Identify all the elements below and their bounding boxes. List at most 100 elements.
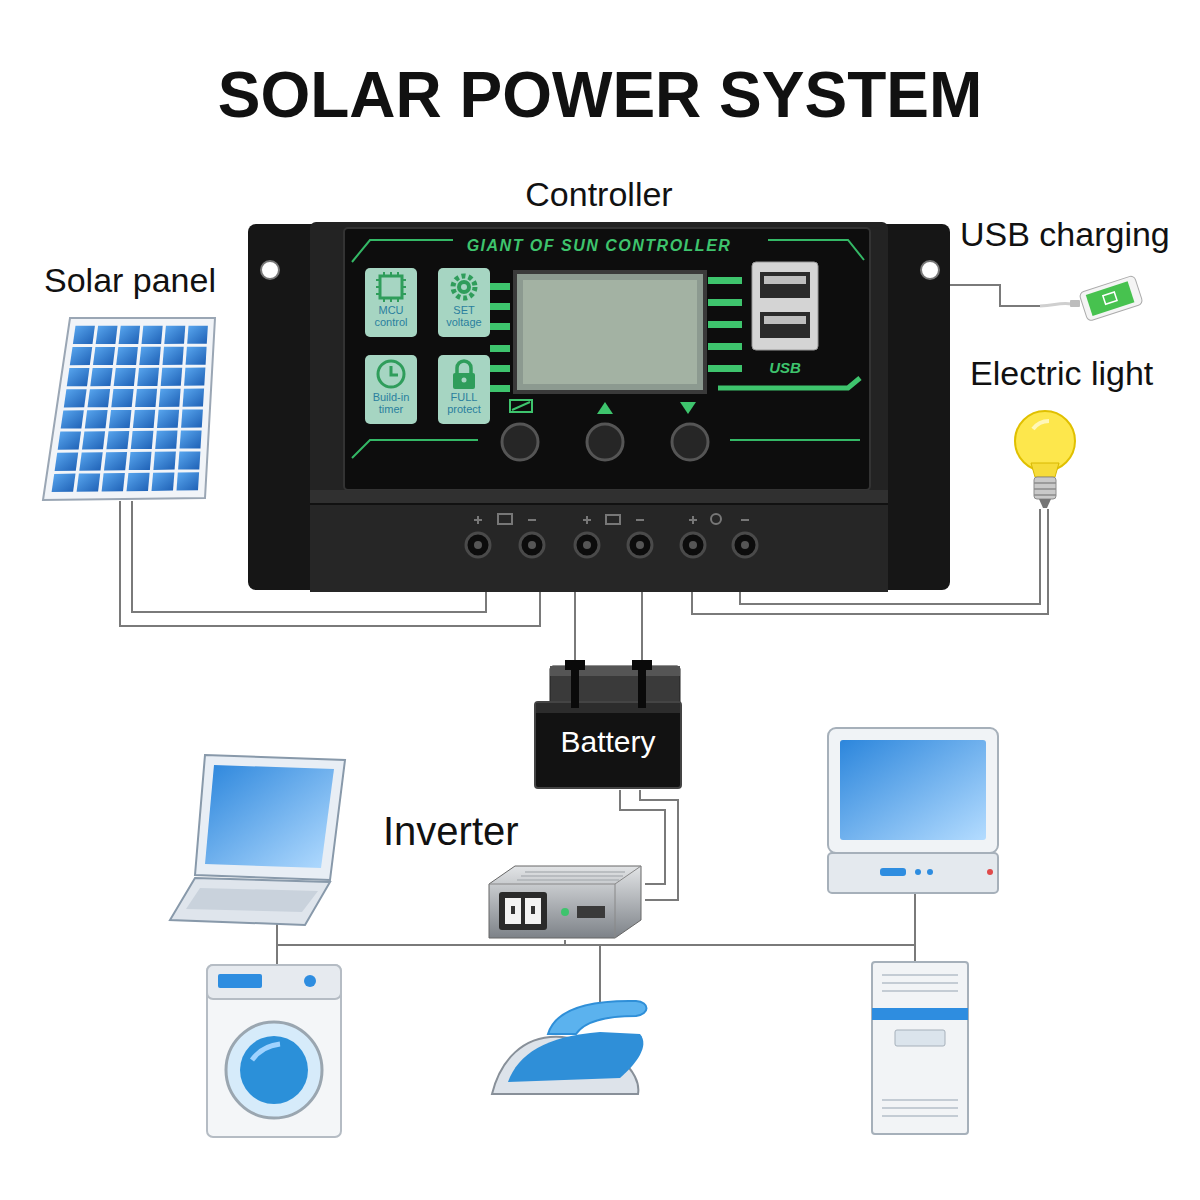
charge-controller-shape-part (689, 541, 697, 549)
charge-controller-shape-part (310, 490, 888, 592)
wire-line (950, 285, 1040, 306)
diagram-title: SOLAR POWER SYSTEM (0, 58, 1200, 132)
washing-machine-icon-part (207, 965, 341, 1137)
solar-panel-shape-part (64, 389, 87, 407)
solar-panel: Solar panel (40, 315, 220, 501)
charge-controller-shape-part (760, 272, 810, 298)
solar-panel-shape-part (61, 410, 84, 428)
charge-controller-shape-part (466, 533, 490, 557)
solar-panel-shape-part (114, 368, 136, 386)
battery-shape-part (571, 668, 579, 708)
charge-controller-shape-part (474, 541, 482, 549)
solar-panel-shape (40, 315, 220, 501)
iron-icon (492, 1001, 647, 1094)
feature-key: FULL protect (438, 355, 490, 424)
charge-controller-shape-part (310, 490, 888, 504)
solar-panel-shape-part (67, 368, 90, 386)
solar-panel-shape-part (109, 410, 131, 428)
charge-controller-shape-part (606, 515, 620, 524)
solar-panel-shape-part (58, 431, 81, 449)
charge-controller-shape-part (741, 541, 749, 549)
charge-controller: ControllerGIANT OF SUN CONTROLLERUSBMCU … (248, 222, 950, 592)
solar-panel-shape-part (155, 431, 177, 449)
charge-controller-shape-part (921, 261, 939, 279)
charge-controller-shape-part (310, 222, 888, 592)
charge-controller-shape-part (708, 299, 742, 306)
wire-connector (950, 285, 1040, 306)
controller-label: Controller (248, 174, 950, 214)
charge-controller-shape-part (708, 365, 742, 372)
solar-panel-shape-part (88, 389, 111, 407)
solar-panel-shape-part (183, 389, 205, 407)
solar-panel-shape-part (43, 318, 215, 500)
laptop-icon-part (195, 755, 345, 880)
brand-text: GIANT OF SUN CONTROLLER (434, 236, 764, 256)
light-bulb-shape-part (1034, 483, 1056, 495)
iron-icon-part (508, 1032, 643, 1082)
feature-key-shape-part (380, 276, 402, 298)
wire-line (641, 592, 643, 660)
feature-key: MCU control (365, 268, 417, 337)
solar-panel-shape-part (161, 368, 183, 386)
solar-panel-shape-part (111, 389, 133, 407)
charge-controller-shape-part (681, 533, 705, 557)
feature-key: SET voltage (438, 268, 490, 337)
inverter-shape-part (511, 906, 515, 914)
charge-controller-shape-part (760, 312, 810, 338)
light-bulb-shape-part (1033, 421, 1049, 429)
battery-shape-part (535, 702, 681, 788)
laptop-icon-part (205, 765, 334, 868)
feature-key-shape-part (378, 361, 404, 387)
charge-controller-shape-part (528, 541, 536, 549)
charge-controller-shape-part (680, 402, 696, 414)
appliance-wires-part (914, 893, 916, 962)
tv-icon-part (880, 868, 906, 876)
solar-panel-shape-part (52, 474, 76, 493)
usb-label: USB charging (960, 214, 1185, 254)
charge-controller-shape-part (764, 316, 806, 324)
solar-panel-shape-part (129, 452, 152, 470)
charge-controller-shape-part (490, 283, 510, 290)
light-bulb: Electric light (1005, 405, 1085, 509)
air-conditioner-icon (872, 962, 968, 1134)
feature-key-shape-part (376, 272, 406, 302)
charge-controller-shape-part (587, 424, 623, 460)
air-conditioner-icon-part (872, 962, 968, 1134)
air-conditioner-icon-part (882, 975, 958, 991)
inverter: Inverter (485, 862, 645, 940)
laptop-icon (170, 755, 345, 925)
tv-icon-part (915, 869, 921, 875)
washing-machine-icon (207, 965, 341, 1137)
feature-key: Build-in timer (365, 355, 417, 424)
solar-panel-shape-part (177, 472, 200, 490)
feature-key-shape-part (461, 284, 467, 290)
usb-text: USB (753, 359, 817, 377)
solar-panel-shape-part (70, 347, 92, 365)
battery-shape-part (638, 668, 646, 708)
solar-panel-shape-part (85, 410, 108, 428)
light-bulb-shape-part (1015, 411, 1075, 471)
appliance-wires-part (599, 945, 601, 1002)
solar-panel-shape-part (55, 453, 79, 471)
inverter-shape-part (499, 892, 547, 930)
feature-key-shape-part (453, 373, 475, 389)
inverter-shape-part (489, 866, 641, 938)
phone-charger-shape-part (1070, 300, 1080, 307)
solar-panel-shape-part (186, 347, 207, 365)
charge-controller-shape-part (636, 541, 644, 549)
washing-machine-icon-part (226, 1022, 322, 1118)
solar-panel-shape-part (184, 368, 205, 386)
inverter-shape-part (531, 906, 535, 914)
charge-controller-shape-part (490, 365, 510, 372)
solar-panel-shape-part (157, 410, 179, 428)
phone-charger-shape (1040, 266, 1145, 326)
charge-controller-shape-part (344, 228, 870, 490)
phone-charger-shape-part (1040, 303, 1072, 306)
panel-label: Solar panel (20, 260, 240, 300)
charge-controller-shape-part (490, 303, 510, 310)
solar-panel-shape-part (96, 326, 118, 344)
key-text: FULL protect (439, 391, 489, 415)
inverter-shape-part (505, 898, 521, 924)
laptop-icon-part (170, 878, 330, 925)
